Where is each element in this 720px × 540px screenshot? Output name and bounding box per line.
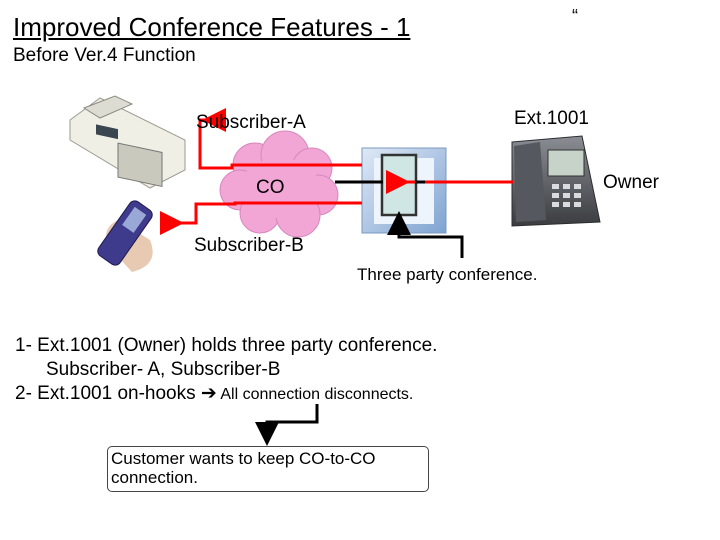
ext-label: Ext.1001 <box>514 108 589 129</box>
note-line-3-prefix: 2- Ext.1001 on-hooks <box>15 383 201 404</box>
note-line-3-suffix: All connection disconnects. <box>216 386 414 403</box>
owner-label: Owner <box>603 172 659 193</box>
mobile-phone-icon <box>97 200 153 272</box>
note-line-3: 2- Ext.1001 on-hooks ➔ All connection di… <box>15 382 437 407</box>
right-arrow-icon: ➔ <box>200 383 217 404</box>
slide-title: Improved Conference Features - 1 <box>13 12 411 42</box>
customer-arrow <box>255 404 319 446</box>
quote-mark: “ <box>572 6 578 26</box>
note-line-2: Subscriber- A, Subscriber-B <box>46 359 281 380</box>
co-label: CO <box>256 177 285 198</box>
conference-label: Three party conference. <box>357 265 538 284</box>
ip-phone-icon <box>511 135 601 227</box>
subscriber-a-label: Subscriber-A <box>196 112 306 133</box>
black-connection-lines <box>335 180 464 258</box>
subscriber-b-label: Subscriber-B <box>194 235 304 256</box>
pbx-unit <box>361 147 447 234</box>
note-line-1: 1- Ext.1001 (Owner) holds three party co… <box>15 335 438 356</box>
red-connection-lines <box>160 108 513 235</box>
slide-subtitle: Before Ver.4 Function <box>13 45 196 66</box>
desk-phone-icon <box>69 95 186 189</box>
customer-request-box: Customer wants to keep CO-to-CO connecti… <box>107 446 429 492</box>
notes-block: 1- Ext.1001 (Owner) holds three party co… <box>15 334 437 407</box>
